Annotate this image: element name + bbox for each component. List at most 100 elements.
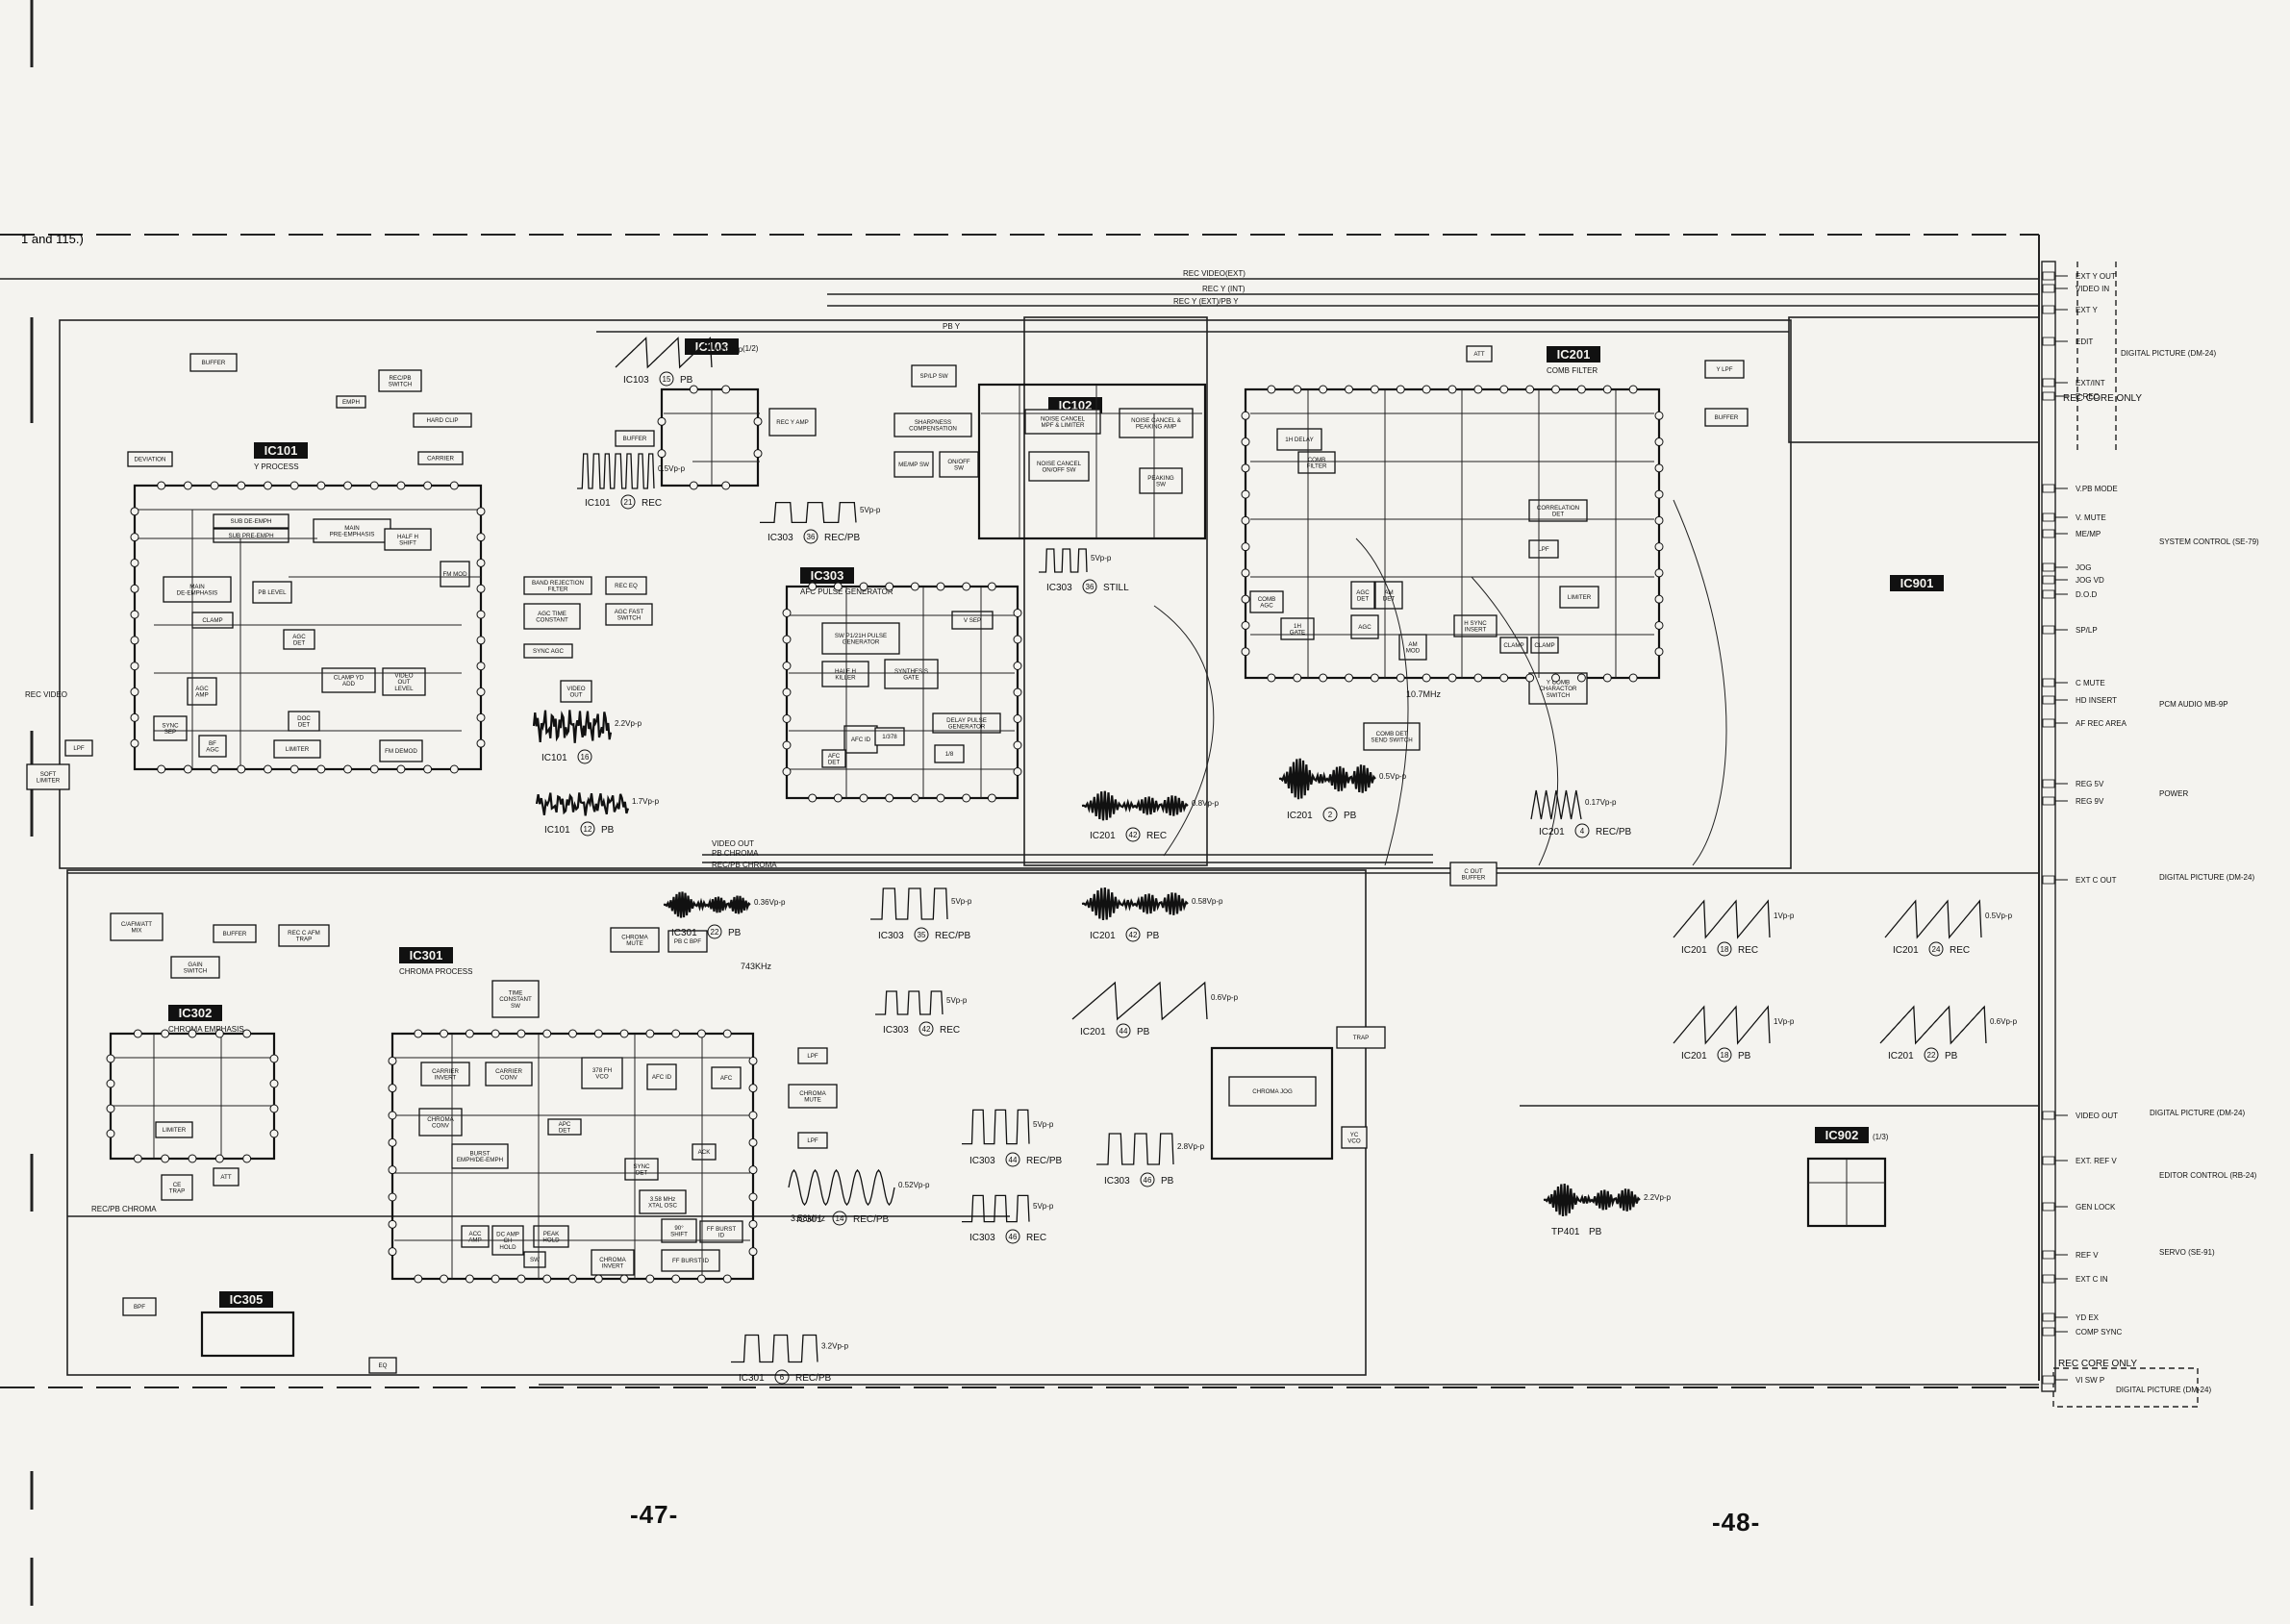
waveform-wf-ic201-42-pb-amplitude: 0.58Vp-p (1192, 897, 1223, 906)
block-carrier: CARRIER (417, 451, 464, 465)
block-div-8: 1/8 (934, 744, 965, 763)
block-emph: EMPH (336, 395, 366, 409)
block-rec-y-amp: REC Y AMP (768, 408, 817, 437)
waveform-wf-ic101-21-ic: IC101 (585, 498, 611, 509)
block-fm-mod: FM MOD (440, 561, 470, 587)
waveform-wf-ic301-6-mode: REC/PB (795, 1373, 832, 1384)
waveform-wf-ic303-44-amplitude: 5Vp-p (1033, 1120, 1054, 1129)
waveform-wf-ic303-46-rec-amplitude: 5Vp-p (1033, 1202, 1054, 1211)
signal-rec-video: REC VIDEO (25, 690, 67, 699)
block-lpf-301b-label: LPF (807, 1137, 818, 1144)
connector-gen-lock-label: GEN LOCK (2076, 1203, 2116, 1212)
connector-dod: D.O.D (2042, 589, 2097, 599)
block-limiter-201: LIMITER (1559, 586, 1599, 609)
block-clamp-201-label: CLAMP (1503, 642, 1523, 649)
block-lpf-left-label: LPF (73, 745, 85, 752)
block-sub-pre-emph-label: SUB PRE-EMPH (228, 533, 273, 539)
block-fm-demod-label: FM DEMOD (385, 748, 417, 755)
block-afc-id-301: AFC ID (646, 1063, 677, 1090)
waveform-wf-ic303-44-pin: 44 (1009, 1156, 1018, 1164)
waveform-wf-ic101-12-amplitude: 1.7Vp-p (632, 797, 660, 806)
connector-sp-lp: SP/LP (2042, 625, 2098, 635)
block-buffer-q111-label: BUFFER (202, 360, 226, 366)
freq-743: 743KHz (741, 962, 772, 971)
ic902-subtitle: (1/3) (1873, 1133, 1889, 1141)
block-ff-burst-id-b: FF BURST ID (661, 1249, 720, 1272)
block-afc-301: AFC (711, 1066, 742, 1089)
block-pb-level: PB LEVEL (252, 581, 292, 604)
waveform-wf-ic303-35-mode: REC/PB (935, 931, 971, 941)
connector-hd-insert-label: HD INSERT (2076, 696, 2117, 705)
waveform-wf-tp401-amplitude: 2.2Vp-p (1644, 1193, 1672, 1202)
waveform-wf-ic301-14-mode: REC/PB (853, 1214, 890, 1225)
ic103-subtitle: (1/2) (742, 344, 759, 353)
waveform-wf-ic201-4-mode: REC/PB (1596, 827, 1632, 837)
waveform-wf-ic101-16-pin: 16 (581, 753, 590, 762)
ic901-name: IC901 (1900, 576, 1934, 590)
waveform-wf-ic301-14-amplitude: 0.52Vp-p (898, 1181, 930, 1189)
block-trap-q310-label: TRAP (1353, 1035, 1370, 1041)
connector-yd-ex-label: YD EX (2076, 1313, 2100, 1322)
waveform-wf-ic303-46-pb-ic: IC303 (1104, 1176, 1130, 1187)
block-bpf-305-label: BPF (134, 1304, 145, 1311)
connector-ext-y: EXT Y (2042, 305, 2098, 314)
ic103-label: IC103(1/2) (685, 338, 759, 355)
block-chroma-jog: CHROMA JOG (1228, 1076, 1317, 1107)
block-me-mp-sw: ME/MP SW (893, 451, 934, 478)
connector-v-pb-mode: V.PB MODE (2042, 484, 2118, 493)
waveform-wf-ic301-6-ic: IC301 (739, 1373, 765, 1384)
signal-rec-video-ext: REC VIDEO(EXT) (1183, 269, 1246, 278)
connector-hd-insert: HD INSERT (2042, 695, 2117, 705)
ic901-label: IC901 (1890, 575, 1944, 591)
connector-edit: EDIT (2042, 337, 2093, 346)
block-ack-label: ACK (698, 1149, 712, 1156)
block-bpf-305: BPF (122, 1297, 157, 1316)
connector-vi-sw-p: VI SW P (2042, 1375, 2104, 1385)
block-afc-301-label: AFC (720, 1075, 733, 1082)
connector-ref-v: REF V (2042, 1250, 2099, 1260)
ic902-name: IC902 (1825, 1128, 1859, 1142)
block-div-378-label: 1/378 (882, 734, 897, 740)
waveform-wf-ic101-21-amplitude: 0.5Vp-p (658, 464, 686, 473)
connector-c-mute-label: C MUTE (2076, 679, 2105, 687)
note-pcm-audio: PCM AUDIO MB-9P (2159, 700, 2228, 709)
